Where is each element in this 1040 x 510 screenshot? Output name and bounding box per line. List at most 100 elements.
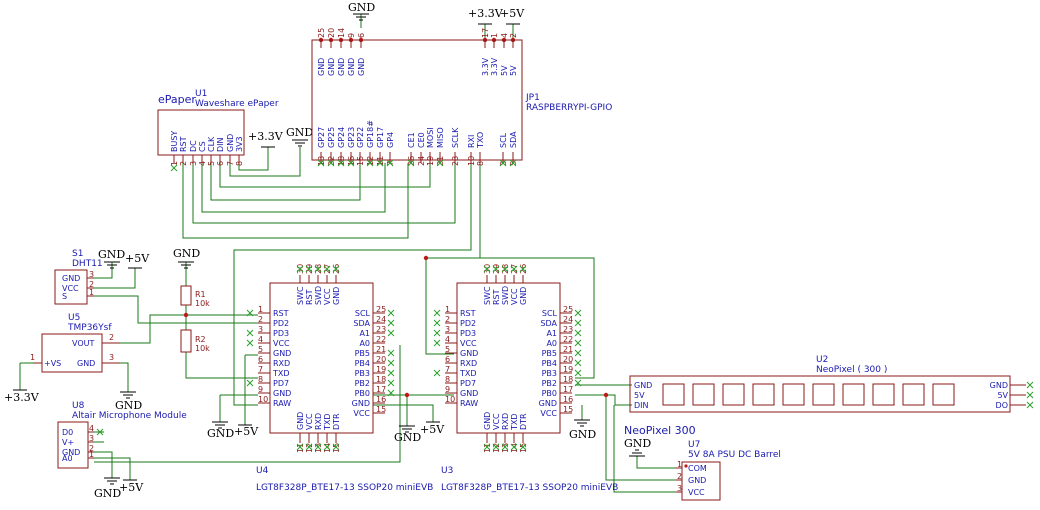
r2-name: R2 (195, 335, 206, 344)
mcu-pin-label: DTR (332, 413, 341, 430)
mcu-pin-number: 23 (563, 325, 573, 334)
p5-symbol-top: +5V (500, 7, 525, 25)
resistor-r1[interactable]: R1 10k (180, 285, 210, 308)
tmp36-gnd-symbol: GND (115, 391, 142, 412)
mcu-pin-number: 16 (563, 395, 573, 404)
tmp36-pin-number: 2 (109, 333, 114, 342)
mcu-pin-label: A1 (359, 329, 370, 338)
no-connect-mark (501, 443, 509, 451)
no-connect-mark (387, 319, 395, 327)
no-connect-mark (327, 159, 335, 167)
no-connect-mark (387, 309, 395, 317)
mcu-pin-number: 2 (445, 315, 450, 324)
mcu-pin-number: 22 (563, 335, 573, 344)
mcu-pin-label: VCC (460, 339, 477, 348)
jp1-pin-number: 21 (436, 156, 445, 166)
psu-pin-number: 1 (677, 460, 682, 469)
psu-pin-label: VCC (688, 488, 705, 497)
mcu-pin-number: 9 (445, 385, 450, 394)
svg-text:+5V: +5V (119, 481, 144, 494)
epaper-pin-number: 2 (179, 161, 188, 166)
tmp36-p33-symbol: +3.3V (4, 389, 40, 404)
mcu-pin-number: 10 (445, 395, 455, 404)
jp1-pin-label: RXI (467, 135, 476, 148)
power-symbols: GND +3.3V +5V +3.3V GND GND +5V GND (4, 1, 651, 500)
mcu-pin-label: PD3 (460, 329, 476, 338)
psu-pin-number: 2 (677, 472, 682, 481)
no-connect-mark (305, 265, 313, 273)
mcu-pin-label: GND (460, 349, 478, 358)
microphone-pin-label: V+ (62, 438, 74, 447)
mic-gnd-symbol: GND (94, 477, 121, 500)
mcu-u4[interactable]: 30SWC29RST28SWD27VCC26GND1RST2PD23PD34VC… (246, 264, 433, 493)
no-connect-mark (574, 329, 582, 337)
mcu-pin-number: 5 (258, 345, 263, 354)
no-connect-mark (574, 369, 582, 377)
no-connect-mark (433, 309, 441, 317)
svg-text:+5V: +5V (234, 425, 259, 438)
mcu-pin-label: SCL (542, 309, 558, 318)
neopixel-right-pin-label: GND (990, 381, 1008, 390)
mcu-pin-number: 15 (376, 405, 386, 414)
mcu-pin-number: 18 (376, 375, 386, 384)
mcu-pin-label: PB5 (355, 349, 370, 358)
jp1-pin-number: 9 (347, 33, 356, 38)
no-connect-mark (433, 329, 441, 337)
jp1-pin-label: GP4 (386, 132, 395, 148)
neopixel-led-cell (842, 383, 865, 406)
mcu-pin-number: 3 (445, 325, 450, 334)
u4-name: U4 (256, 466, 269, 476)
mcu-pin-label: RST (305, 289, 314, 305)
neopixel-led-cell (872, 383, 895, 406)
neopixel-cells (662, 383, 955, 406)
epaper-p33-symbol: +3.3V (248, 130, 284, 148)
mcu-pin-number: 18 (563, 375, 573, 384)
epaper-module[interactable]: ePaper U1 Waveshare ePaper BUSY1RST2DC3C… (157, 89, 279, 172)
no-connect-mark (387, 369, 395, 377)
svg-text:GND: GND (624, 437, 651, 450)
jp1-pin-number: 4 (500, 33, 509, 38)
resistor-r2[interactable]: R2 10k (180, 329, 210, 353)
no-connect-mark (314, 443, 322, 451)
no-connect-mark (433, 369, 441, 377)
jp1-pin-number: 26 (407, 156, 416, 166)
mcu-pin-number: 4 (445, 335, 450, 344)
net-junctions (183, 37, 609, 398)
mcu-pin-number: 21 (376, 345, 386, 354)
raspberrypi-gpio-header[interactable]: 25GND20GND14GND9GND6GND173.3V13.3V45V25V… (311, 28, 612, 167)
no-connect-mark (483, 443, 491, 451)
dht11-pin-label: S (62, 292, 67, 301)
jp1-pin-label: 3.3V (490, 57, 499, 76)
mcu-pin-number: 24 (563, 315, 573, 324)
tmp36-pin-label: VOUT (72, 339, 94, 348)
r1-name: R1 (195, 290, 206, 299)
mcu-pin-label: TXD (510, 413, 519, 431)
no-connect-mark (305, 443, 313, 451)
mcu-pin-number: 24 (376, 315, 386, 324)
jp1-pin-label: GP18# (366, 120, 375, 148)
dht11-pin-label: GND (62, 274, 80, 283)
psu-gnd-symbol: GND (624, 437, 651, 457)
mcu-pin-label: PD7 (460, 379, 476, 388)
no-connect-mark (574, 339, 582, 347)
u8-name: U8 (72, 401, 85, 411)
mcu-u3[interactable]: 30SWC29RST28SWD27VCC26GND1RST2PD23PD34VC… (433, 264, 618, 493)
no-connect-mark (509, 159, 517, 167)
dht11-pin-number: 2 (89, 280, 94, 289)
mcu-pin-label: PB4 (542, 359, 557, 368)
mcu-pin-label: TXD (459, 369, 477, 378)
mcu-pin-number: 16 (376, 395, 386, 404)
jp1-pin-number: 20 (327, 28, 336, 38)
neopixel-right-pin-label: 5V (997, 391, 1008, 400)
no-connect-mark (519, 265, 527, 273)
no-connect-mark (510, 265, 518, 273)
dht11-pin-label: VCC (62, 284, 79, 293)
mcu-pin-label: RST (460, 309, 476, 318)
